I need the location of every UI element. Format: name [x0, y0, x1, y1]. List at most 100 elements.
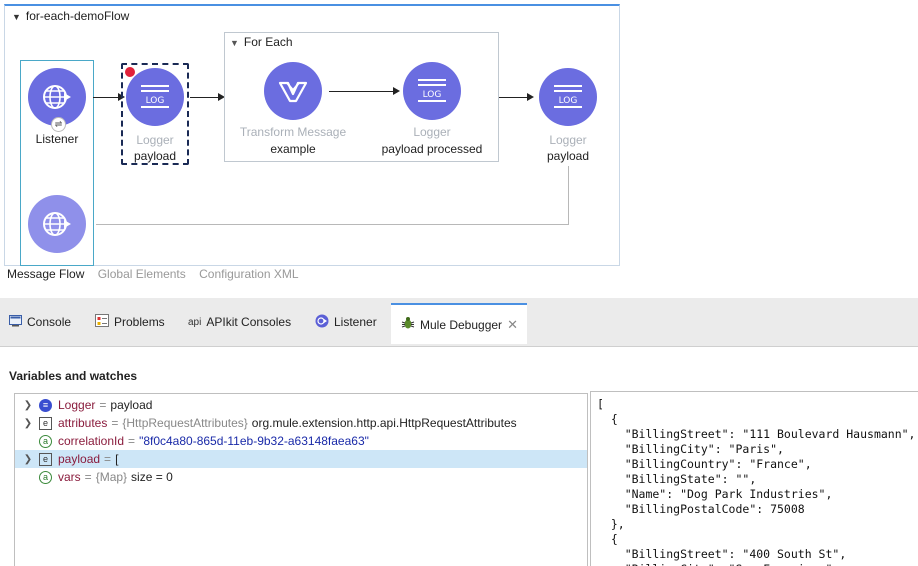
var-name: vars: [58, 470, 81, 484]
tree-row-correlation-id[interactable]: a correlationId = "8f0c4a80-865d-11eb-9b…: [15, 432, 587, 450]
var-value: org.mule.extension.http.api.HttpRequestA…: [251, 416, 517, 430]
tree-row-vars[interactable]: a vars = {Map} size = 0: [15, 468, 587, 486]
for-each-label: For Each: [243, 35, 293, 49]
log-icon: LOG: [554, 85, 582, 108]
for-each-title[interactable]: ▼ For Each: [230, 35, 293, 49]
log-icon: LOG: [141, 85, 169, 108]
sync-badge-icon: ⇌: [51, 117, 66, 132]
problems-icon: [95, 314, 109, 330]
listener-tab-icon: [315, 314, 329, 331]
var-value: "8f0c4a80-865d-11eb-9b32-a63148faea63": [139, 434, 369, 448]
transform-name: example: [270, 142, 316, 156]
logger-1-name: payload: [133, 149, 177, 163]
tab-mule-debugger[interactable]: Mule Debugger ✕: [391, 303, 527, 344]
flow-container: [4, 4, 620, 266]
return-connector: [96, 224, 569, 225]
variables-section-title: Variables and watches: [9, 369, 138, 383]
selected-processor-outline: [121, 63, 189, 165]
logger-node-3[interactable]: LOG: [539, 68, 597, 126]
expand-chevron-icon[interactable]: ❯: [23, 417, 33, 429]
var-value: [: [115, 452, 119, 466]
connector-arrow: [190, 97, 218, 98]
globe-icon: [43, 85, 71, 109]
element-icon: e: [39, 416, 52, 430]
source-column: [20, 60, 94, 266]
logger-2-name: payload processed: [381, 142, 483, 156]
listener-node[interactable]: [28, 68, 86, 126]
tab-message-flow[interactable]: Message Flow: [7, 267, 85, 281]
logger-1-type: Logger: [136, 133, 174, 147]
arrow-head-icon: [393, 87, 400, 95]
console-icon: [9, 314, 22, 330]
tab-console-label: Console: [27, 315, 72, 329]
svg-text:LOG: LOG: [423, 90, 442, 100]
var-name: payload: [58, 452, 101, 466]
var-equals: =: [84, 470, 92, 484]
connector-arrow: [499, 97, 527, 98]
flow-title[interactable]: ▼ for-each-demoFlow: [12, 9, 129, 23]
transform-type: Transform Message: [239, 125, 347, 139]
value-detail-pane[interactable]: [ { "BillingStreet": "111 Boulevard Haus…: [590, 391, 918, 566]
expand-chevron-icon[interactable]: ❯: [23, 399, 33, 411]
listener-label: Listener: [35, 132, 79, 146]
svg-text:LOG: LOG: [559, 96, 578, 106]
var-name: attributes: [58, 416, 108, 430]
listener-node-secondary[interactable]: [28, 195, 86, 253]
list-icon: ≡: [39, 398, 52, 412]
globe-icon: [43, 212, 71, 236]
tab-console[interactable]: Console: [9, 298, 71, 346]
log-icon: LOG: [418, 79, 446, 102]
attribute-icon: a: [39, 434, 52, 448]
var-equals: =: [99, 398, 107, 412]
attribute-icon: a: [39, 470, 52, 484]
transform-message-node[interactable]: [264, 62, 322, 120]
return-connector-vertical: [568, 166, 569, 225]
collapse-triangle-icon[interactable]: ▼: [230, 38, 239, 48]
tab-listener-label: Listener: [334, 315, 377, 329]
logger-3-type: Logger: [549, 133, 587, 147]
tree-row-payload[interactable]: ❯ e payload = [: [15, 450, 587, 468]
breakpoint-icon[interactable]: [125, 67, 135, 77]
connector-arrow: [329, 91, 393, 92]
arrow-head-icon: [527, 93, 534, 101]
tab-problems[interactable]: Problems: [95, 298, 165, 346]
variables-tree: ❯ ≡ Logger = payload ❯ e attributes = {H…: [14, 393, 588, 566]
tab-problems-label: Problems: [114, 315, 165, 329]
tab-apikit-label: APIkit Consoles: [206, 315, 292, 329]
logger-node-1[interactable]: LOG: [126, 68, 184, 126]
tab-apikit-consoles[interactable]: api APIkit Consoles: [188, 298, 291, 346]
connector-arrow: [93, 97, 119, 98]
tab-global-elements[interactable]: Global Elements: [97, 267, 186, 281]
var-name: correlationId: [58, 434, 125, 448]
panel-tab-bar: Console Problems api APIkit Consoles Lis…: [0, 298, 918, 347]
element-icon: e: [39, 452, 52, 466]
payload-json-text: [ { "BillingStreet": "111 Boulevard Haus…: [597, 397, 916, 566]
logger-2-type: Logger: [413, 125, 451, 139]
canvas-view-tabs: Message Flow Global Elements Configurati…: [7, 267, 309, 281]
expand-chevron-icon[interactable]: ❯: [23, 453, 33, 465]
var-equals: =: [111, 416, 119, 430]
tab-listener[interactable]: Listener: [315, 298, 377, 346]
svg-text:LOG: LOG: [146, 96, 165, 106]
bug-icon: [401, 316, 415, 333]
collapse-triangle-icon[interactable]: ▼: [12, 12, 21, 22]
tree-row-attributes[interactable]: ❯ e attributes = {HttpRequestAttributes}…: [15, 414, 587, 432]
var-name: Logger: [58, 398, 96, 412]
flow-name: for-each-demoFlow: [25, 9, 130, 23]
var-type: {HttpRequestAttributes}: [122, 416, 248, 430]
api-icon: api: [188, 316, 202, 328]
var-value: payload: [110, 398, 153, 412]
logger-node-2[interactable]: LOG: [403, 62, 461, 120]
tab-debugger-label: Mule Debugger: [420, 317, 503, 332]
var-type: {Map}: [95, 470, 128, 484]
tree-row-logger[interactable]: ❯ ≡ Logger = payload: [15, 396, 587, 414]
flow-canvas: ▼ for-each-demoFlow ⇌ Listener: [0, 0, 918, 266]
var-equals: =: [128, 434, 136, 448]
var-value: size = 0: [131, 470, 173, 484]
close-icon[interactable]: ✕: [507, 316, 518, 332]
var-equals: =: [104, 452, 112, 466]
tab-configuration-xml[interactable]: Configuration XML: [199, 267, 299, 281]
logger-3-name: payload: [546, 149, 590, 163]
transform-icon: [278, 81, 308, 103]
arrow-head-icon: [218, 93, 225, 101]
